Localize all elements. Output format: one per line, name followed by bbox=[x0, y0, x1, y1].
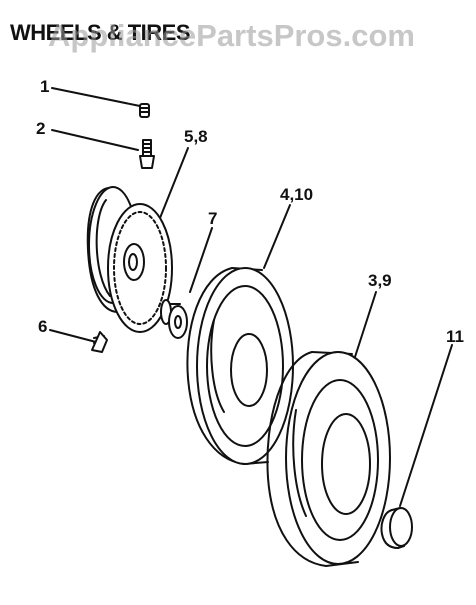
callout-4-10: 4,10 bbox=[280, 185, 314, 204]
leader-line-58 bbox=[159, 147, 189, 219]
hub-cap-part bbox=[380, 507, 413, 549]
callout-7: 7 bbox=[208, 209, 218, 228]
valve-cap-part bbox=[139, 103, 150, 118]
callout-1: 1 bbox=[40, 77, 50, 96]
leader-line-11 bbox=[399, 344, 453, 507]
rear-tire-part bbox=[266, 351, 391, 567]
leader-line-39 bbox=[353, 291, 377, 361]
diagram-title: WHEELS & TIRES bbox=[10, 20, 191, 45]
valve-stem-part bbox=[139, 139, 155, 169]
bushing-part bbox=[160, 299, 188, 339]
callout-6: 6 bbox=[38, 317, 48, 336]
callout-11: 11 bbox=[446, 327, 464, 346]
callout-5-8: 5,8 bbox=[184, 127, 208, 146]
leader-line-2 bbox=[51, 129, 139, 151]
leader-line-1 bbox=[51, 87, 141, 107]
leader-line-410 bbox=[263, 204, 291, 269]
callout-3-9: 3,9 bbox=[368, 271, 392, 290]
leader-line-7 bbox=[189, 227, 213, 293]
leader-line-6 bbox=[49, 329, 97, 343]
front-tire-part bbox=[186, 267, 294, 465]
callout-2: 2 bbox=[36, 119, 46, 138]
bolt-part bbox=[91, 331, 108, 353]
watermark-logo: AppliancePartsPros.com bbox=[48, 18, 415, 53]
wheel-rim-part bbox=[86, 186, 173, 333]
